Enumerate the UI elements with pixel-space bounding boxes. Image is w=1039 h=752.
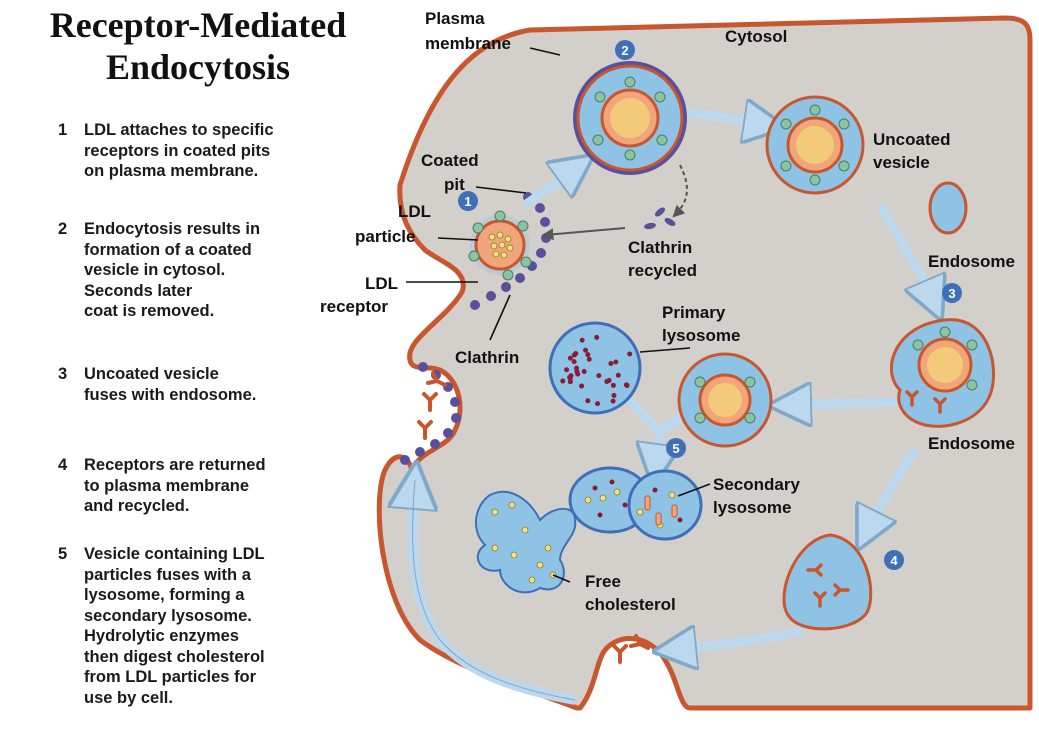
label-ldl-1: LDL xyxy=(398,202,431,221)
lysosome-enzyme-dot xyxy=(574,368,580,374)
badge-text: 5 xyxy=(672,441,679,456)
clathrin-recycled-fragments xyxy=(644,207,676,230)
leader-lines xyxy=(406,47,711,583)
lysosome-enzyme-dot xyxy=(567,379,573,385)
lysosome-enzyme-dot xyxy=(596,373,602,379)
step-number: 3 xyxy=(58,365,68,383)
label-ldl-2: LDL xyxy=(365,274,398,293)
step-number: 5 xyxy=(58,545,68,563)
step-text: Receptors are returned to plasma membran… xyxy=(84,456,266,515)
arrow-endosome-to-receptor-vesicle xyxy=(865,447,919,535)
step-badge-4: 4 xyxy=(884,550,904,570)
label-vesicle: vesicle xyxy=(873,153,930,172)
diagram-title: Receptor-Mediated Endocytosis xyxy=(18,4,378,88)
label-lysosome-1: lysosome xyxy=(662,326,740,345)
badge-text: 1 xyxy=(464,194,471,209)
secondary-lysosome xyxy=(568,466,703,541)
lysosome-enzyme-dot xyxy=(583,347,589,353)
receptor-vesicle xyxy=(782,533,873,631)
step-number: 4 xyxy=(58,456,68,474)
step-number: 1 xyxy=(58,121,68,139)
clathrin-recycle-arrow-down xyxy=(672,164,688,218)
lysosome-enzyme-dot xyxy=(608,360,614,366)
arrow-uncoated-to-endosome xyxy=(876,202,935,305)
lysosome-enzyme-dot xyxy=(613,359,619,365)
lysosome-enzyme-dot xyxy=(581,369,587,375)
label-pit: pit xyxy=(444,175,465,194)
lysosome-enzyme-dot xyxy=(615,372,621,378)
arrow-pit-to-vesicle xyxy=(522,165,580,209)
label-plasma: Plasma xyxy=(425,9,485,28)
title-line-1: Receptor-Mediated xyxy=(49,5,347,45)
arrow-endosome-to-vesicle xyxy=(785,402,906,405)
lysosome-enzyme-dot xyxy=(610,382,616,388)
membrane-receptors xyxy=(417,371,650,664)
lysosome-enzyme-dot xyxy=(595,401,601,407)
label-free: Free xyxy=(585,572,621,591)
label-primary: Primary xyxy=(662,303,726,322)
step-badge-2: 2 xyxy=(615,40,635,60)
lysosome-enzyme-dot xyxy=(585,398,591,404)
step-number: 2 xyxy=(58,220,68,238)
lysosome-enzyme-dot xyxy=(610,398,616,404)
free-cholesterol-blob xyxy=(474,490,577,594)
lysosome-enzyme-dot xyxy=(571,359,577,365)
arrow-coated-to-uncoated xyxy=(684,112,770,125)
label-clathrin: Clathrin xyxy=(455,348,519,367)
ldl-particle-in-pit xyxy=(468,210,532,281)
arrow-receptors-to-membrane xyxy=(670,630,806,650)
membrane-clathrin-coat xyxy=(400,192,551,465)
badge-text: 2 xyxy=(621,43,628,58)
lysosome-enzyme-dot xyxy=(627,351,633,357)
lysosome-enzyme-dot xyxy=(568,373,574,379)
lysosome-enzyme-dot xyxy=(624,383,630,389)
lysosome-enzyme-dot xyxy=(579,337,585,343)
label-lysosome-2: lysosome xyxy=(713,498,791,517)
clathrin-recycle-arrow-left xyxy=(541,227,626,241)
step-text: Endocytosis results in formation of a co… xyxy=(84,220,261,320)
lysosome-enzyme-dot xyxy=(567,355,573,361)
primary-lysosome xyxy=(548,321,642,415)
label-coated: Coated xyxy=(421,151,479,170)
label-endosome-mid: Endosome xyxy=(928,434,1015,453)
label-cholesterol: cholesterol xyxy=(585,595,676,614)
lysosome-enzyme-dot xyxy=(579,383,585,389)
label-membrane: membrane xyxy=(425,34,511,53)
label-clathrin-recycled-1: Clathrin xyxy=(628,238,692,257)
coated-vesicle xyxy=(573,61,687,175)
label-clathrin-recycled-2: recycled xyxy=(628,261,697,280)
label-particle: particle xyxy=(355,227,415,246)
label-secondary: Secondary xyxy=(713,475,800,494)
label-endosome-top: Endosome xyxy=(928,252,1015,271)
badge-text: 4 xyxy=(890,553,898,568)
endosome-small xyxy=(928,181,968,235)
label-receptor: receptor xyxy=(320,297,388,316)
lysosome-enzyme-dot xyxy=(560,378,566,384)
ldl-vesicle-to-fuse xyxy=(677,352,773,448)
lysosome-enzyme-dot xyxy=(594,334,600,340)
lysosome-enzyme-dot xyxy=(585,352,591,358)
lysosome-enzyme-dot xyxy=(586,356,592,362)
step-text: Vesicle containing LDL particles fuses w… xyxy=(84,545,265,707)
step-text: LDL attaches to specific receptors in co… xyxy=(84,121,274,180)
step-badge-5: 5 xyxy=(666,438,686,458)
lysosome-enzyme-dot xyxy=(611,392,617,398)
label-cytosol: Cytosol xyxy=(725,27,787,46)
badge-text: 3 xyxy=(948,286,955,301)
endosome-fused xyxy=(890,318,996,428)
lysosome-enzyme-dot xyxy=(573,350,579,356)
title-line-2: Endocytosis xyxy=(105,47,291,87)
step-text: Uncoated vesicle fuses with endosome. xyxy=(84,365,257,404)
lysosome-enzyme-dot xyxy=(604,379,610,385)
lysosome-enzyme-dot xyxy=(564,367,570,373)
label-uncoated: Uncoated xyxy=(873,130,950,149)
step-badge-1: 1 xyxy=(458,191,478,211)
uncoated-vesicle xyxy=(765,95,865,195)
step-badge-3: 3 xyxy=(942,283,962,303)
